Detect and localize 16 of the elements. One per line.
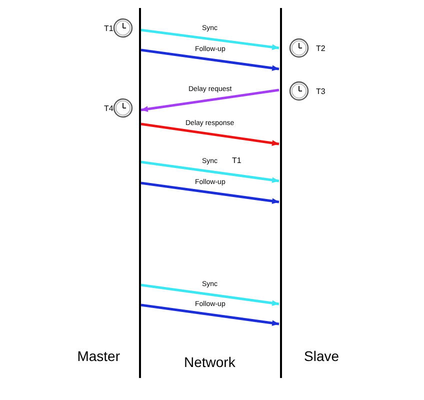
message-arrow [140, 28, 280, 50]
lifeline-label: Master [77, 348, 120, 364]
time-label: T1 [104, 24, 114, 33]
time-label: T2 [316, 44, 326, 53]
time-label: T3 [316, 87, 326, 96]
message-arrow [140, 182, 280, 204]
message-arrow [140, 304, 280, 326]
message-arrow [140, 284, 280, 306]
message-arrow [140, 48, 280, 72]
message-arrow [140, 160, 280, 184]
time-label: T4 [104, 104, 114, 113]
message-arrow [140, 122, 280, 146]
lifeline-label: Slave [304, 348, 340, 364]
message-arrow [140, 88, 280, 112]
time-label: T1 [232, 156, 242, 165]
network-label: Network [184, 354, 236, 370]
